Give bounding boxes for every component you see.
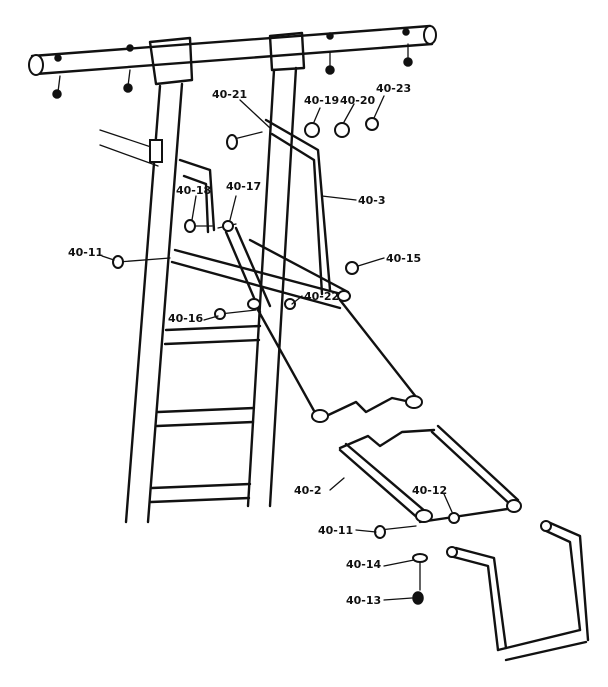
part-label: 40-21: [212, 88, 247, 101]
slide-upper: [170, 118, 423, 423]
leader-lines: [101, 95, 453, 601]
top-beam: [28, 24, 437, 86]
part-label: 40-2: [294, 484, 322, 497]
slide-lower: [338, 424, 522, 524]
part-label: 40-11: [68, 246, 103, 259]
left-legs: [99, 66, 298, 524]
part-label: 40-12: [412, 484, 447, 497]
part-label: 40-3: [358, 194, 386, 207]
part-label: 40-20: [340, 94, 376, 107]
part-label: 40-15: [386, 252, 421, 265]
part-label: 40-17: [226, 180, 261, 193]
ladder-rungs: [149, 324, 262, 504]
part-label: 40-16: [168, 312, 204, 325]
part-label: 40-19: [304, 94, 339, 107]
top-hangers: [52, 28, 413, 99]
exit-support: [446, 520, 590, 662]
part-label: 40-18: [176, 184, 211, 197]
hardware: [112, 117, 460, 605]
part-label: 40-11: [318, 524, 353, 537]
part-label: 40-14: [346, 558, 382, 571]
part-label: 40-13: [346, 594, 381, 607]
part-label: 40-23: [376, 82, 411, 95]
part-label: 40-22: [304, 290, 339, 303]
